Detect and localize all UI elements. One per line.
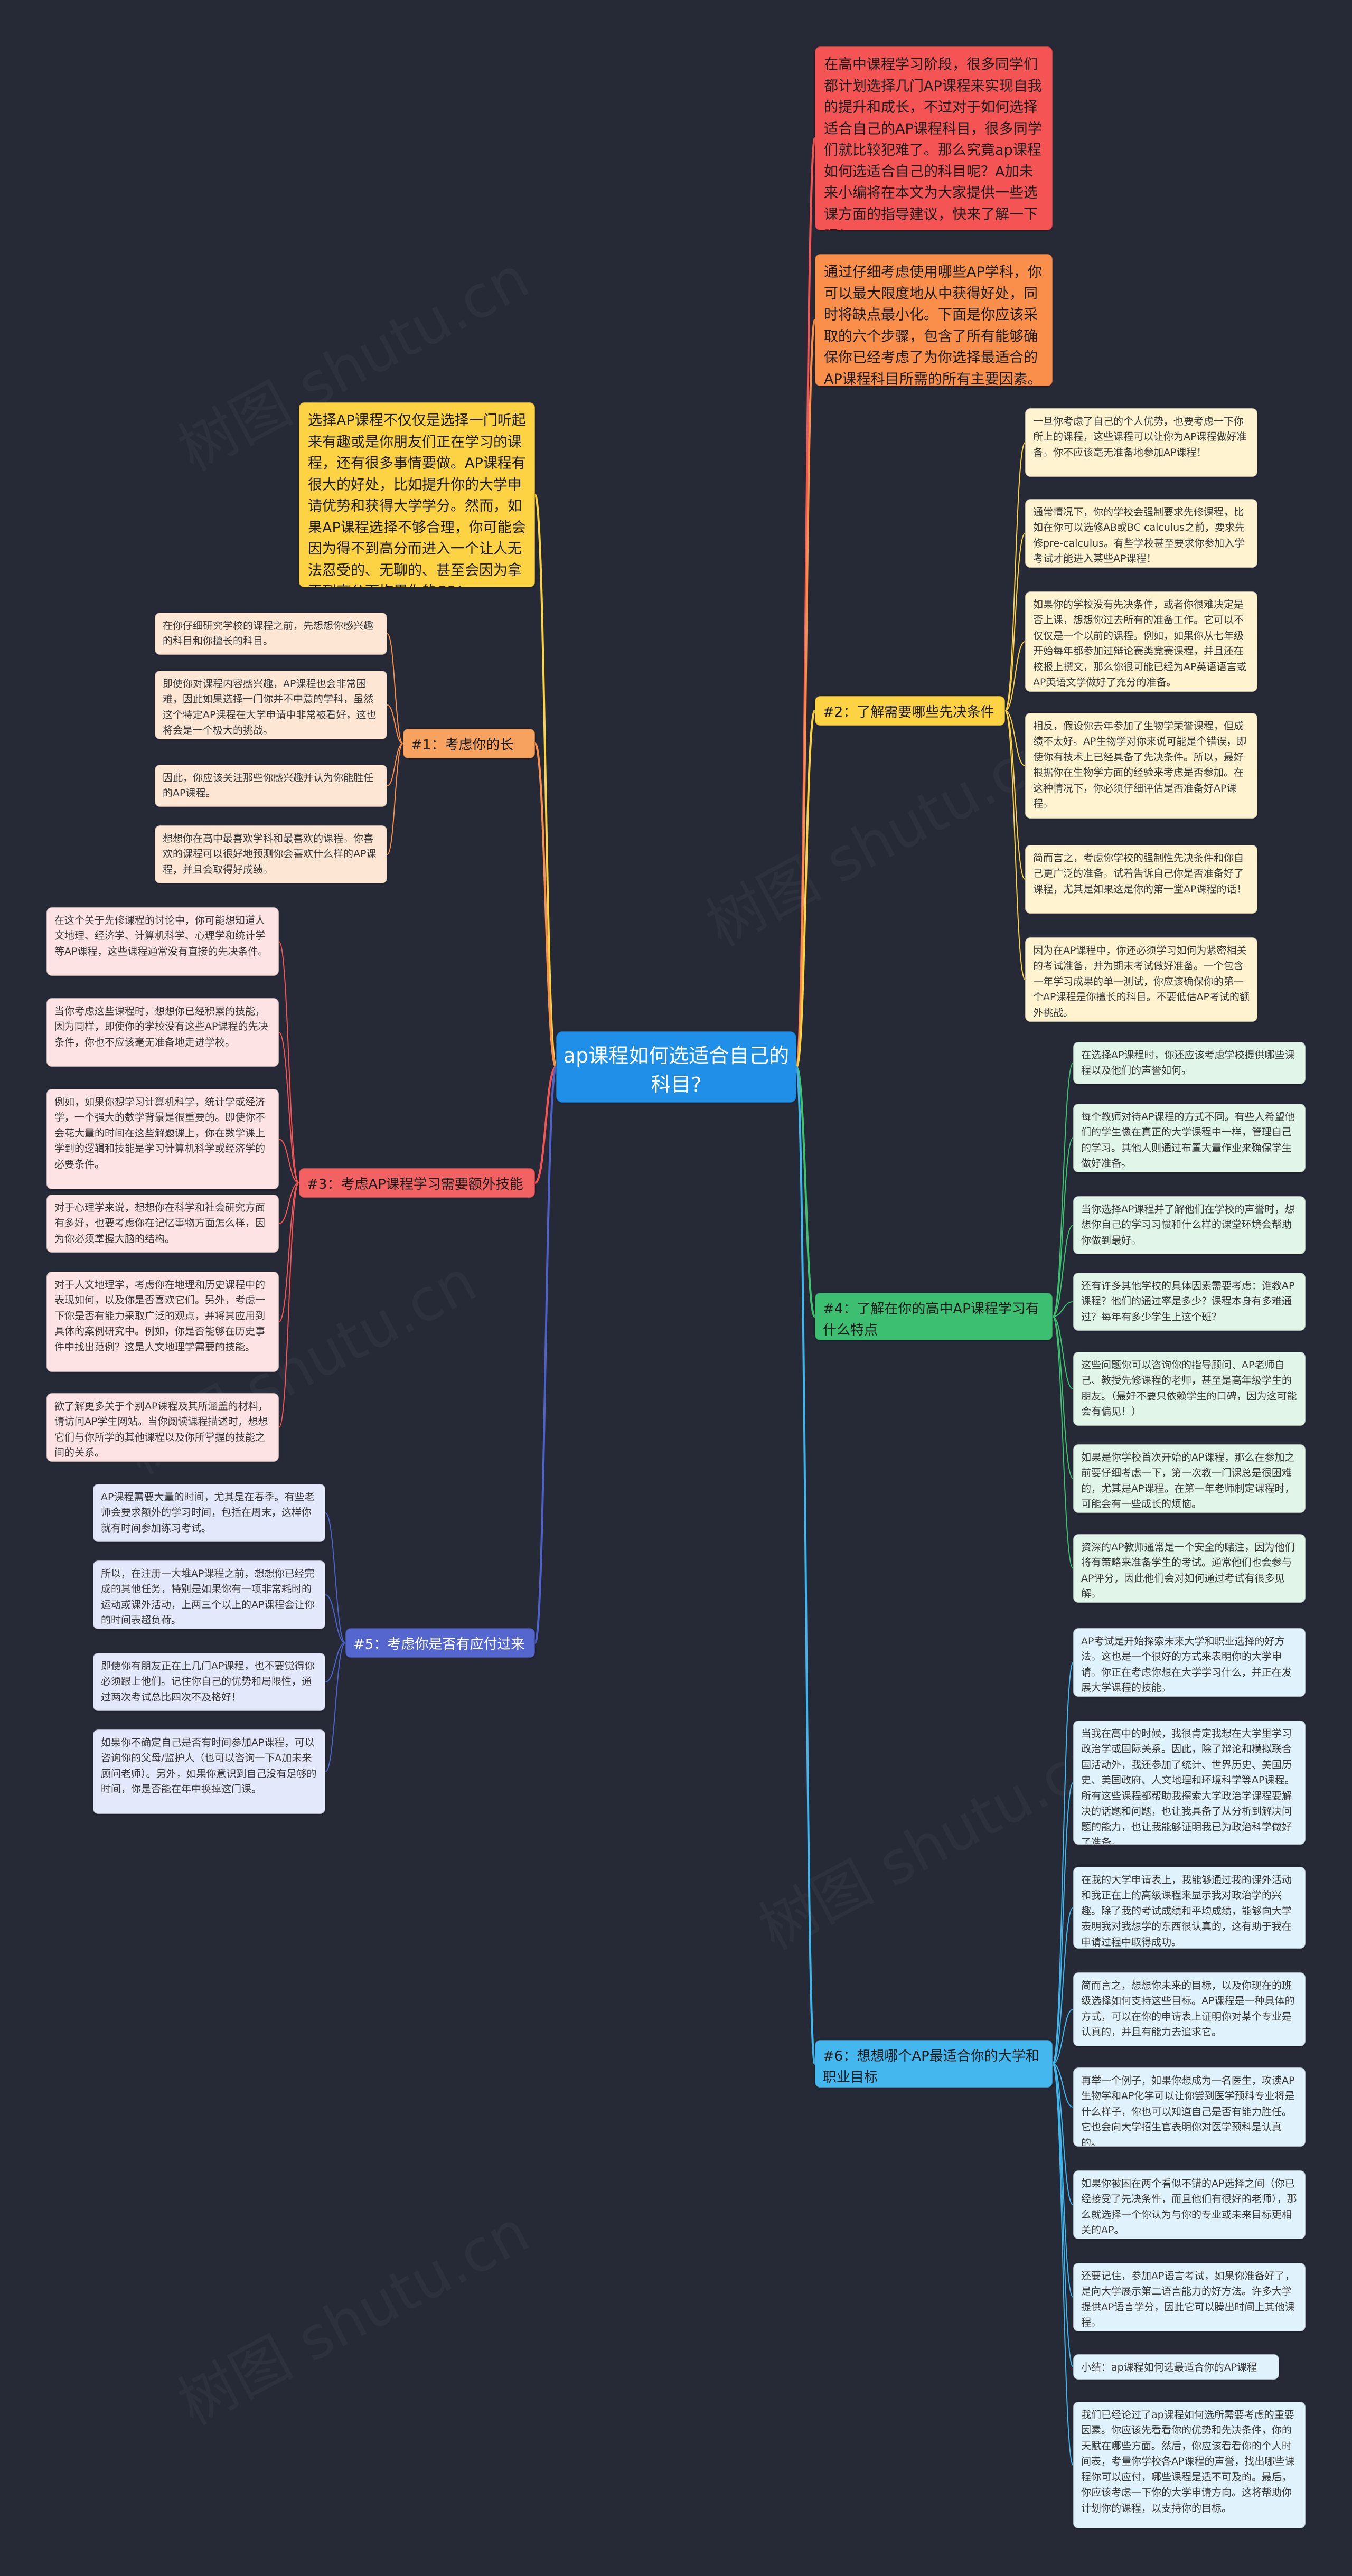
connector <box>1052 1662 1074 2064</box>
connector <box>1052 2063 1074 2108</box>
branch-5-label[interactable]: #5：考虑你是否有应付过来 <box>345 1628 535 1658</box>
branch-4-item[interactable]: 每个教师对待AP课程的方式不同。有些人希望他们的学生像在真正的大学课程中一样，管… <box>1073 1104 1306 1172</box>
branch-4-item[interactable]: 如果是你学校首次开始的AP课程，那么在参加之前要仔细考虑一下，第一次教一门课总是… <box>1073 1444 1306 1513</box>
branch-5-item[interactable]: 如果你不确定自己是否有时间参加AP课程，可以咨询你的父母/监护人（也可以咨询一下… <box>93 1729 325 1814</box>
branch-4-item[interactable]: 资深的AP教师通常是一个安全的赌注，因为他们将有策略来准备学生的考试。通常他们也… <box>1073 1534 1306 1603</box>
connector <box>1004 710 1026 980</box>
branch-6-item[interactable]: 再举一个例子，如果你想成为一名医生，攻读AP生物学和AP化学可以让你尝到医学预科… <box>1073 2067 1306 2147</box>
connector <box>387 704 403 744</box>
branch-3-item[interactable]: 例如，如果你想学习计算机科学，统计学或经济学，一个强大的数学背景是很重要的。即使… <box>46 1089 279 1189</box>
branch-2-item[interactable]: 通常情况下，你的学校会强制要求先修课程，比如在你可以选修AB或BC calcul… <box>1025 499 1257 568</box>
branch-6-item[interactable]: 如果你被困在两个看似不错的AP选择之间（你已经接受了先决条件，而且他们有很好的老… <box>1073 2170 1306 2239</box>
connector <box>1052 1782 1074 2064</box>
connector <box>1052 1137 1074 1317</box>
connector <box>1004 533 1026 711</box>
branch-4-item[interactable]: 还有许多其他学校的具体因素需要考虑：谁教AP课程？他们的通过率是多少？课程本身有… <box>1073 1273 1306 1331</box>
branch-4-label[interactable]: #4：了解在你的高中AP课程学习有什么特点 <box>815 1293 1053 1340</box>
connector <box>1052 1316 1074 1389</box>
branch-1-item[interactable]: 即使你对课程内容感兴趣，AP课程也会非常困难，因此如果选择一门你并不中意的学科，… <box>155 671 387 739</box>
branch-5-item[interactable]: AP课程需要大量的时间，尤其是在春季。有些老师会要求额外的学习时间，包括在周末，… <box>93 1484 325 1542</box>
connector <box>1052 2063 1074 2205</box>
connector <box>1052 1063 1074 1317</box>
connector <box>1052 1316 1074 1479</box>
branch-3-item[interactable]: 当你考虑这些课程时，想想你已经积累的技能，因为同样，即使你的学校没有这些AP课程… <box>46 998 279 1067</box>
connector <box>1004 641 1026 711</box>
branch-1-item[interactable]: 在你仔细研究学校的课程之前，先想想你感兴趣的科目和你擅长的科目。 <box>155 613 387 655</box>
connector <box>534 742 557 1068</box>
branch-2-item[interactable]: 如果你的学校没有先决条件，或者你很难决定是否上课，想想你过去所有的准备工作。它可… <box>1025 591 1257 692</box>
branch-6-item[interactable]: 我们已经论过了ap课程如何选所需要考虑的重要因素。你应该先看看你的优势和先决条件… <box>1073 2402 1306 2528</box>
connector <box>795 319 816 1068</box>
connector <box>278 941 299 1183</box>
branch-5-item[interactable]: 所以，在注册一大堆AP课程之前，想想你已经完成的其他任务，特别是如果你有一项非常… <box>93 1560 325 1629</box>
branch-3-item[interactable]: 对于心理学来说，想想你在科学和社会研究方面有多好，也要考虑你在记忆事物方面怎么样… <box>46 1195 279 1253</box>
connector <box>1052 2009 1074 2064</box>
connector <box>1052 2063 1074 2367</box>
connector <box>1004 710 1026 880</box>
connector <box>278 1139 299 1183</box>
connector <box>534 494 557 1068</box>
intro-paragraph-3[interactable]: 选择AP课程不仅仅是选择一门听起来有趣或是你朋友们正在学习的课程，还有很多事情要… <box>299 402 535 587</box>
connector <box>1052 1225 1074 1317</box>
branch-6-item[interactable]: 还要记住，参加AP语言考试，如果你准备好了，是向大学展示第二语言能力的好方法。许… <box>1073 2263 1306 2331</box>
connector <box>387 743 403 855</box>
branch-1-item[interactable]: 因此，你应该关注那些你感兴趣并认为你能胜任的AP课程。 <box>155 765 387 807</box>
connector <box>387 633 403 744</box>
connector <box>387 743 403 786</box>
connector <box>278 1182 299 1428</box>
connector <box>1004 442 1026 711</box>
connector <box>325 1594 346 1643</box>
intro-paragraph-2[interactable]: 通过仔细考虑使用哪些AP学科，你可以最大限度地从中获得好处，同时将缺点最小化。下… <box>815 254 1053 386</box>
connector <box>1052 1301 1074 1317</box>
branch-3-item[interactable]: 在这个关于先修课程的讨论中，你可能想知道人文地理、经济学、计算机科学、心理学和统… <box>46 907 279 976</box>
branch-2-item[interactable]: 简而言之，考虑你学校的强制性先决条件和你自己更广泛的准备。试着告诉自己你是否准备… <box>1025 845 1257 914</box>
connector <box>534 1066 557 1184</box>
connector <box>325 1512 346 1643</box>
branch-2-item[interactable]: 相反，假设你去年参加了生物学荣誉课程，但成绩不太好。AP生物学对你来说可能是个错… <box>1025 713 1257 819</box>
connector <box>795 1066 816 2065</box>
branch-3-item[interactable]: 对于人文地理学，考虑你在地理和历史课程中的表现如何，以及你是否喜欢它们。另外，考… <box>46 1272 279 1372</box>
connector <box>795 710 816 1068</box>
connector <box>325 1642 346 1772</box>
branch-5-item[interactable]: 即使你有朋友正在上几门AP课程，也不要觉得你必须跟上他们。记住你自己的优势和局限… <box>93 1653 325 1711</box>
intro-paragraph-1[interactable]: 在高中课程学习阶段，很多同学们都计划选择几门AP课程来实现自我的提升和成长，不过… <box>815 46 1053 230</box>
branch-6-item[interactable]: AP考试是开始探索未来大学和职业选择的好方法。这也是一个很好的方式来表明你的大学… <box>1073 1628 1306 1697</box>
branch-3-label[interactable]: #3：考虑AP课程学习需要额外技能 <box>299 1168 535 1198</box>
branch-2-label[interactable]: #2：了解需要哪些先决条件 <box>815 696 1005 726</box>
branch-6-item[interactable]: 小结：ap课程如何选最适合你的AP课程 <box>1073 2354 1279 2380</box>
branch-1-item[interactable]: 想想你在高中最喜欢学科和最喜欢的课程。你喜欢的课程可以很好地预测你会喜欢什么样的… <box>155 825 387 883</box>
branch-4-item[interactable]: 当你选择AP课程并了解他们在学校的声誉时，想想你自己的学习习惯和什么样的课堂环境… <box>1073 1196 1306 1254</box>
branch-6-item[interactable]: 在我的大学申请表上，我能够通过我的课外活动和我正在上的高级课程来显示我对政治学的… <box>1073 1867 1306 1949</box>
branch-3-item[interactable]: 欲了解更多关于个别AP课程及其所涵盖的材料，请访问AP学生网站。当你阅读课程描述… <box>46 1393 279 1462</box>
connector <box>1052 1316 1074 1569</box>
connector <box>1052 2063 1074 2298</box>
branch-6-item[interactable]: 当我在高中的时候，我很肯定我想在大学里学习政治学或国际关系。因此，除了辩论和模拟… <box>1073 1721 1306 1845</box>
connector <box>278 1182 299 1322</box>
connector <box>1004 710 1026 766</box>
connector <box>534 1066 557 1644</box>
root-topic[interactable]: ap课程如何选适合自己的科目? <box>556 1031 796 1103</box>
branch-4-item[interactable]: 这些问题你可以咨询你的指导顾问、AP老师自己、教授先修课程的老师，甚至是高年级学… <box>1073 1352 1306 1426</box>
branch-4-item[interactable]: 在选择AP课程时，你还应该考虑学校提供哪些课程以及他们的声誉如何。 <box>1073 1042 1306 1084</box>
branch-1-label[interactable]: #1：考虑你的长处 <box>403 729 535 758</box>
connector <box>1052 1907 1074 2064</box>
branch-6-item[interactable]: 简而言之，想想你未来的目标，以及你现在的班级选择如何支持这些目标。AP课程是一种… <box>1073 1972 1306 2046</box>
branch-2-item[interactable]: 一旦你考虑了自己的个人优势，也要考虑一下你所上的课程，这些课程可以让你为AP课程… <box>1025 408 1257 477</box>
connector <box>795 1066 816 1318</box>
connector <box>278 1182 299 1224</box>
branch-2-item[interactable]: 因为在AP课程中，你还必须学习如何为紧密相关的考试准备，并为期末考试做好准备。一… <box>1025 937 1257 1022</box>
connector <box>1052 2063 1074 2466</box>
connector <box>325 1642 346 1682</box>
branch-6-label[interactable]: #6：想想哪个AP最适合你的大学和职业目标 <box>815 2040 1053 2088</box>
connector <box>278 1032 299 1183</box>
